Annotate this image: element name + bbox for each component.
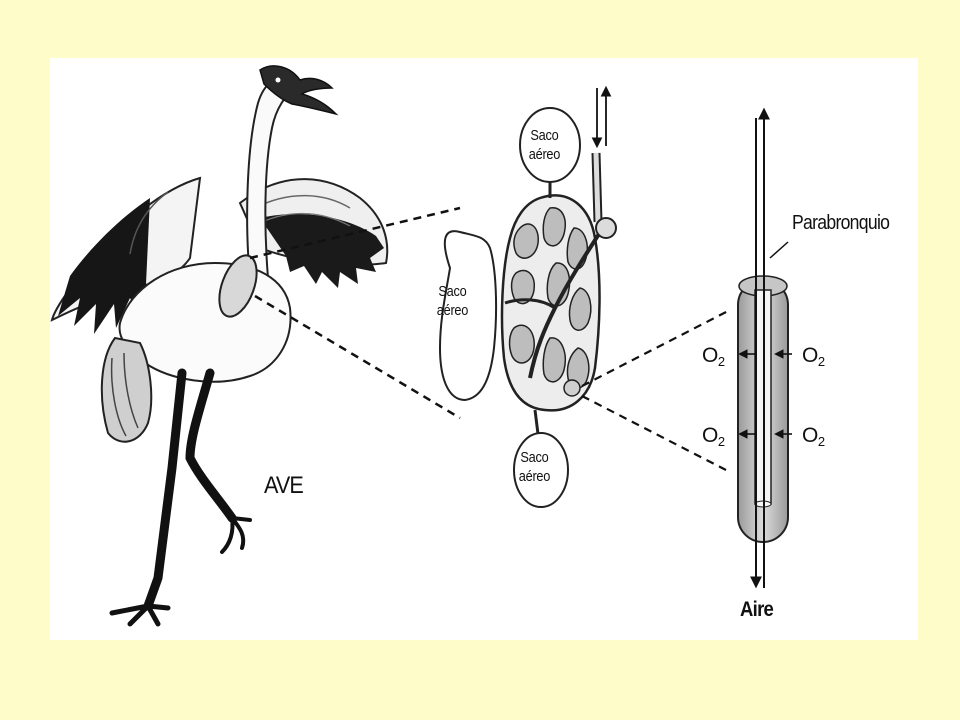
diagram-drawing xyxy=(50,65,792,627)
oxygen-left-top-label: O2 xyxy=(702,344,725,369)
bird-right-wing xyxy=(238,178,389,288)
air-sac-left-label: Saco aéreo xyxy=(436,282,469,320)
bird-body xyxy=(118,254,292,383)
oxygen-left-top-subscript: 2 xyxy=(717,354,725,369)
zoom-lines-bird-to-lung xyxy=(249,206,461,420)
bird-legs xyxy=(109,368,252,627)
air-label: Aire xyxy=(740,598,774,621)
air-sac-bottom xyxy=(513,432,569,508)
oxygen-left-bottom-subscript: 2 xyxy=(717,434,725,449)
bird-label: AVE xyxy=(264,472,304,499)
lung-illustration xyxy=(438,85,617,508)
bird-tail xyxy=(100,336,153,443)
parabronchus-illustration xyxy=(737,107,792,589)
air-sac-bottom-label: Saco aéreo xyxy=(518,448,551,486)
oxygen-right-top-subscript: 2 xyxy=(817,354,825,369)
oxygen-left-top-symbol: O xyxy=(702,344,718,367)
oxygen-right-top-label: O2 xyxy=(802,344,825,369)
oxygen-right-bottom-symbol: O xyxy=(802,424,818,447)
oxygen-right-bottom-label: O2 xyxy=(802,424,825,449)
oxygen-right-top-symbol: O xyxy=(802,344,818,367)
air-sac-bottom-line2: aéreo xyxy=(518,468,551,485)
bird-illustration xyxy=(50,65,389,627)
oxygen-left-bottom-label: O2 xyxy=(702,424,725,449)
parabronchus-label: Parabronquio xyxy=(792,212,890,234)
air-sac-left-line2: aéreo xyxy=(436,302,469,319)
air-sac-top-label: Saco aéreo xyxy=(528,126,561,164)
oxygen-right-bottom-subscript: 2 xyxy=(817,434,825,449)
air-sac-bottom-line1: Saco xyxy=(520,449,549,466)
air-sac-top-line1: Saco xyxy=(530,127,559,144)
air-sac-left-line1: Saco xyxy=(438,283,467,300)
air-sac-top-line2: aéreo xyxy=(528,146,561,163)
bird-head-neck xyxy=(246,65,339,279)
diagram-panel: Saco aéreo Saco aéreo Saco aéreo AVE Par… xyxy=(50,58,918,640)
air-sac-left xyxy=(438,230,498,402)
oxygen-left-bottom-symbol: O xyxy=(702,424,718,447)
